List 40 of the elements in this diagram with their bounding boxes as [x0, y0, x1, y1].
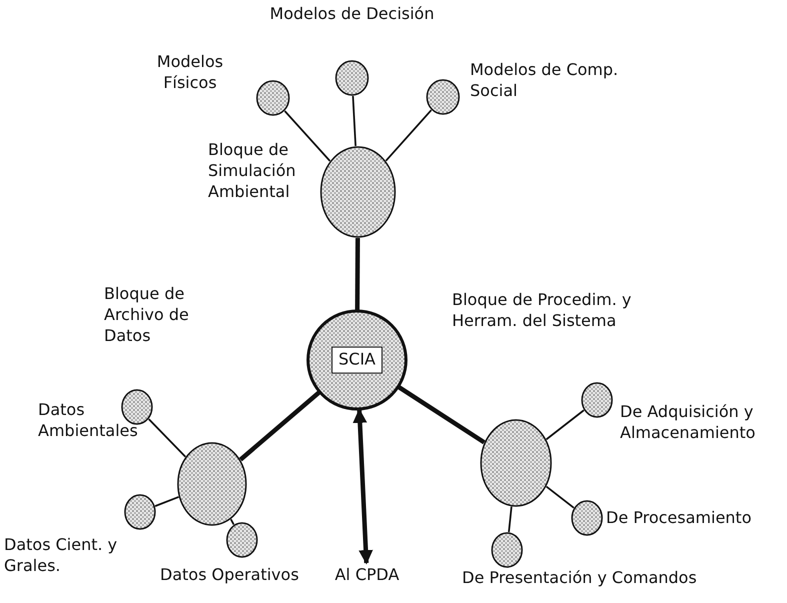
- connector-line: [154, 496, 180, 507]
- arrow: [352, 408, 373, 564]
- module-circle: [256, 80, 290, 116]
- connector-line: [508, 506, 512, 532]
- module-circle: [426, 79, 460, 115]
- node-caption: Modelos Físicos: [156, 52, 224, 92]
- block-circle: [177, 442, 247, 526]
- node-caption: Modelos de Decisión: [270, 4, 434, 23]
- block-label: Bloque de Archivo de Datos: [104, 284, 189, 345]
- node-label: Al CPDA: [334, 565, 400, 586]
- module-circle: [335, 60, 369, 96]
- node-caption: De Procesamiento: [606, 508, 752, 527]
- block-circle: [320, 146, 396, 238]
- hub-circle: [307, 310, 407, 410]
- block-circle: [480, 419, 552, 507]
- connector-line: [239, 390, 320, 462]
- connector-line: [355, 238, 360, 310]
- module-circle: [491, 532, 523, 568]
- node-caption: Datos Ambientales: [38, 400, 138, 440]
- connector-line: [385, 109, 432, 162]
- connector-line: [546, 410, 584, 440]
- node-caption: Modelos de Comp. Social: [470, 60, 618, 100]
- module-circle: [581, 382, 613, 418]
- module-circle: [121, 389, 153, 425]
- node-caption: Bloque de Simulación Ambiental: [208, 140, 296, 201]
- node-caption: De Adquisición y Almacenamiento: [620, 402, 756, 442]
- block-label: Bloque de Procedim. y Herram. del Sistema: [452, 290, 632, 330]
- connector-line: [352, 96, 356, 146]
- connector-line: [398, 385, 486, 444]
- connector-line: [546, 486, 574, 508]
- connector-line: [284, 110, 331, 162]
- module-circle: [571, 500, 603, 536]
- module-circle: [226, 522, 258, 558]
- node-label: SCIA: [332, 346, 382, 374]
- node-caption: Datos Cient. y Grales.: [4, 535, 118, 575]
- connector-line: [148, 418, 186, 458]
- node-caption: Datos Operativos: [160, 565, 299, 584]
- connector-line: [230, 518, 235, 526]
- node-caption: De Presentación y Comandos: [462, 568, 697, 587]
- module-circle: [124, 494, 156, 530]
